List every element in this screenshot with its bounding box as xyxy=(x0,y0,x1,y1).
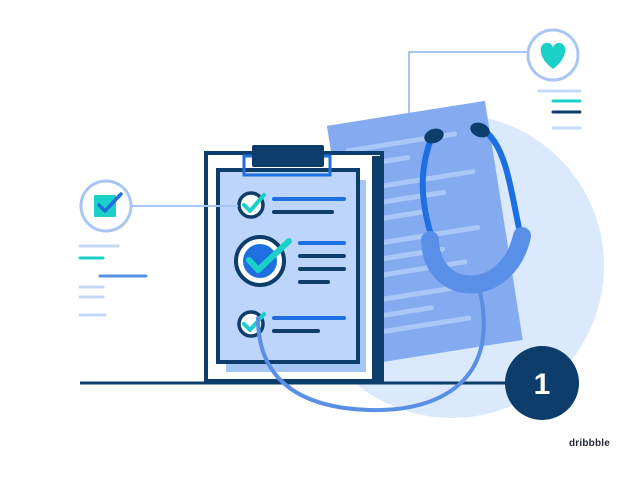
clipboard xyxy=(204,145,384,383)
check-item-2 xyxy=(234,235,346,287)
check-item-1 xyxy=(237,191,346,219)
checkmark-icon xyxy=(246,238,292,273)
checkmark-icon xyxy=(242,193,266,213)
step-number: 1 xyxy=(534,368,551,401)
connector-line-heart xyxy=(408,51,530,135)
checkbox-bubble xyxy=(78,179,148,317)
step-number-badge: 1 xyxy=(505,346,579,420)
stethoscope-tube xyxy=(256,290,486,413)
stethoscope xyxy=(419,122,531,294)
checkbox-icon xyxy=(94,195,116,217)
dribbble-watermark: dribbble xyxy=(569,438,611,449)
heart-bubble xyxy=(526,28,582,130)
heart-icon xyxy=(540,42,566,69)
